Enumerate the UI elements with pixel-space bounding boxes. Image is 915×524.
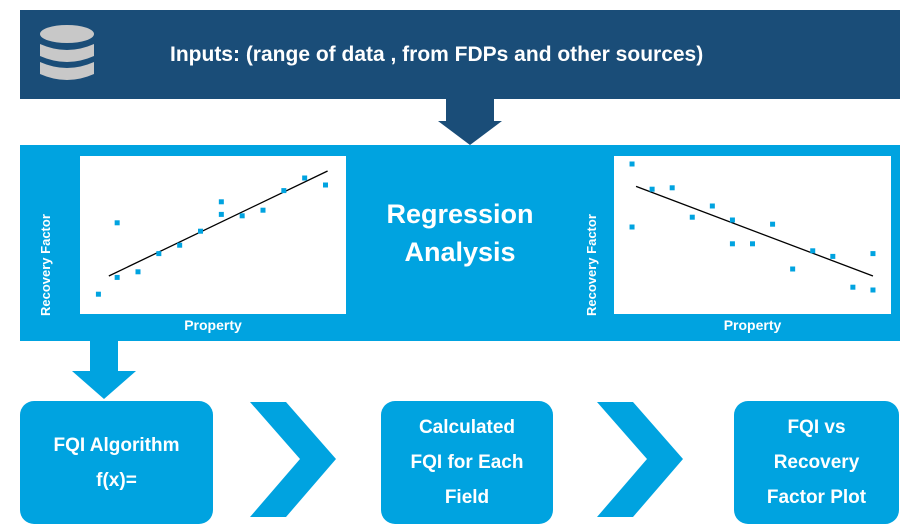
data-point [870,287,876,293]
down-arrow-icon [438,99,502,145]
data-point [729,241,735,247]
database-icon [40,25,94,80]
data-point [177,242,183,248]
regression-title-line2: Analysis [404,237,516,267]
data-point [629,161,635,167]
regression-title: Regression Analysis [350,195,570,271]
down-arrow-icon [72,341,136,399]
right-plot-ylabel: Recovery Factor [584,214,599,316]
inputs-title: Inputs: (range of data , from FDPs and o… [170,42,704,66]
data-point [218,211,224,217]
data-point [689,214,695,220]
left-regression-plot [80,156,346,314]
left-plot-xlabel: Property [184,317,242,333]
step-calculated-fqi: Calculated FQI for Each Field [381,401,553,524]
inputs-banner: Inputs: (range of data , from FDPs and o… [20,10,900,99]
step-line: Recovery [773,452,860,473]
chevron-right-icon [597,402,683,517]
data-point [810,248,816,254]
regression-title-line1: Regression [386,199,534,229]
step-line: FQI vs [787,417,846,438]
right-regression-plot [614,156,891,314]
data-point [218,199,224,205]
left-plot-ylabel: Recovery Factor [38,214,53,316]
data-point [729,217,735,223]
step-line: FQI for Each [410,452,524,473]
data-point [323,182,328,188]
step-fqi-algorithm: FQI Algorithm f(x)= [20,401,213,524]
data-point [830,253,836,259]
data-point [770,221,776,227]
trend-line [108,170,328,277]
data-point [790,266,796,272]
data-point [870,251,876,257]
right-plot-xlabel: Property [723,317,782,333]
data-point [135,269,141,275]
data-point [156,251,162,257]
step-line: FQI Algorithm [53,434,180,456]
data-point [95,291,101,297]
step-line: Field [444,487,490,508]
data-point [198,228,203,234]
data-point [281,188,287,194]
data-point [302,175,308,181]
data-point [260,207,266,213]
data-point [850,284,856,290]
trend-line [635,185,874,277]
step-line: Factor Plot [766,487,867,508]
step-line: f(x)= [96,469,137,491]
data-point [629,224,635,230]
data-point [750,241,755,247]
step-fqi-vs-recovery: FQI vs Recovery Factor Plot [734,401,899,524]
chevron-right-icon [250,402,336,517]
data-point [239,213,245,219]
data-point [669,185,675,191]
data-point [649,186,655,192]
data-point [709,203,715,209]
step-line: Calculated [418,417,516,438]
data-point [114,220,120,226]
data-point [114,274,120,280]
